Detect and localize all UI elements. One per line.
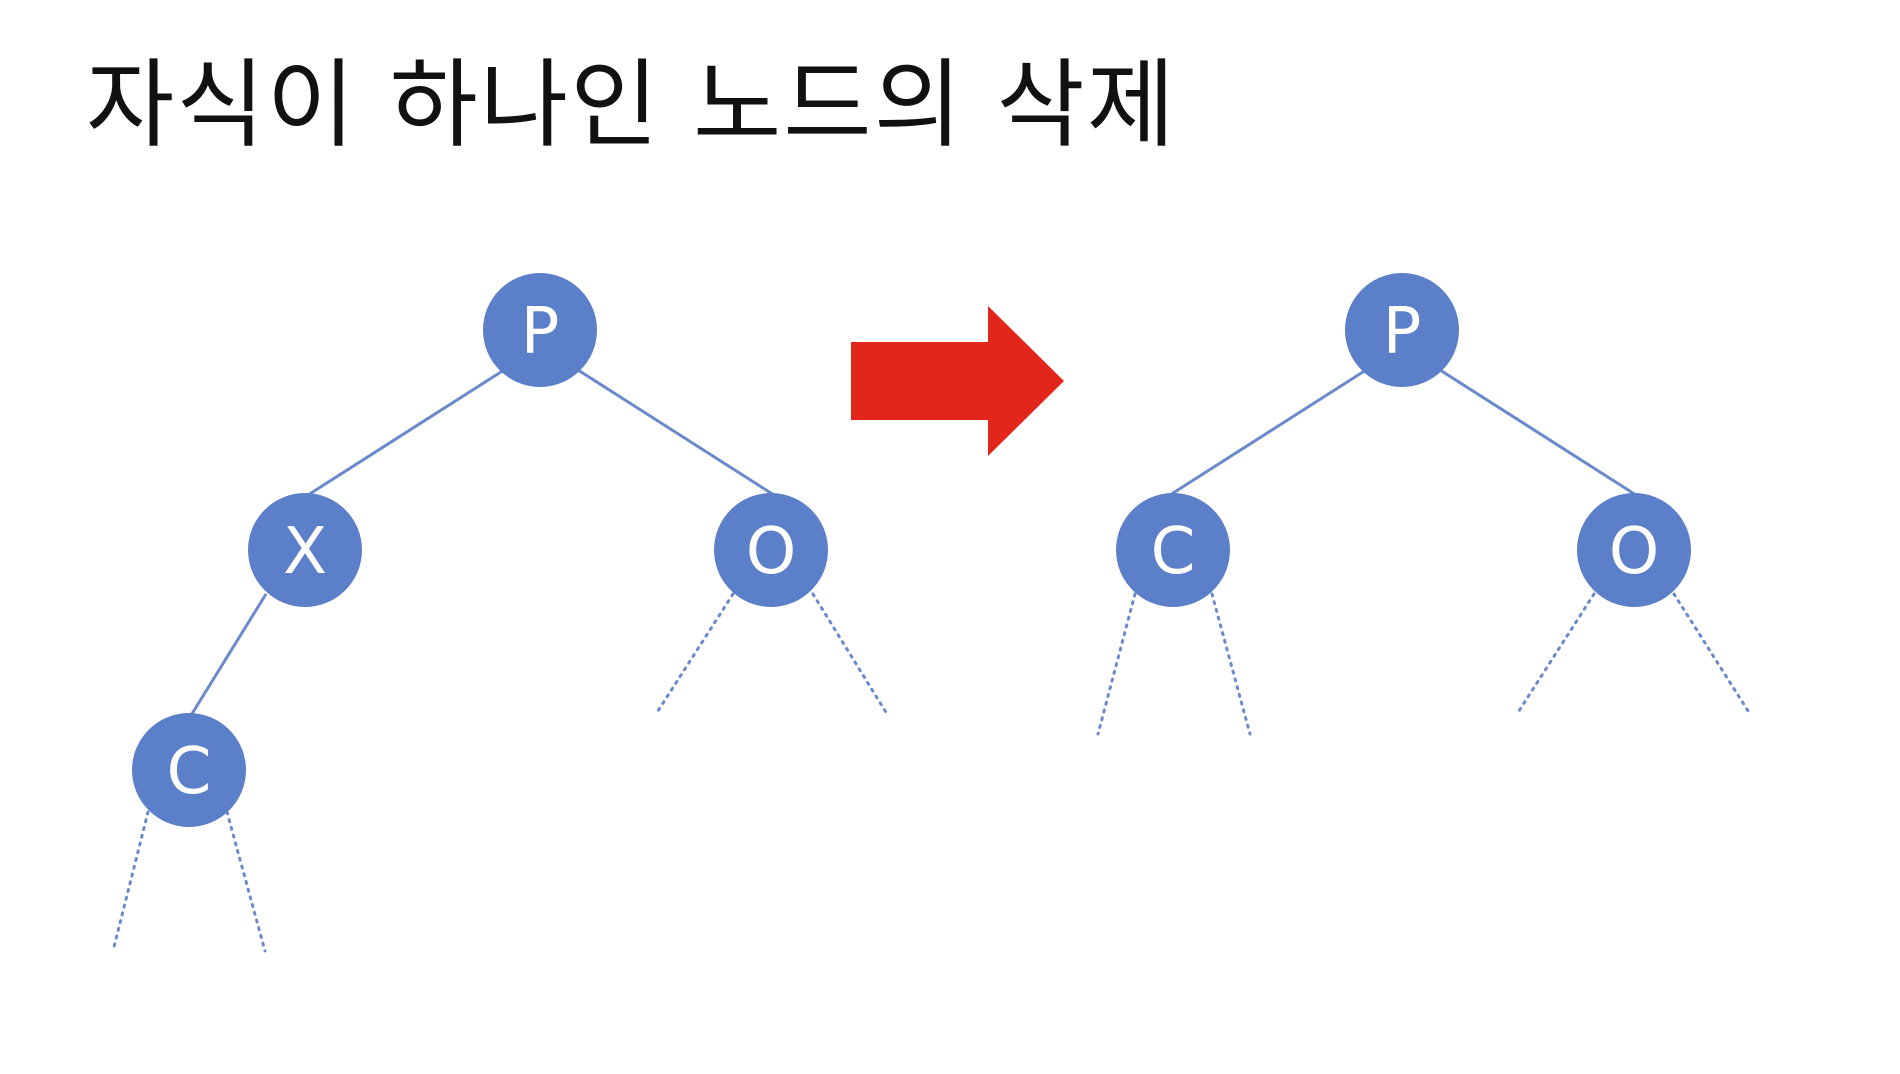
subtree-edge [1515, 592, 1596, 716]
node-x: X [248, 493, 362, 607]
node-label: C [167, 735, 212, 809]
node-p: P [1345, 273, 1459, 387]
node-label: X [283, 515, 327, 589]
after-tree: P C O [1096, 273, 1752, 736]
subtree-edge [1672, 592, 1752, 716]
subtree-edge [654, 592, 735, 716]
node-o: O [1577, 493, 1691, 607]
node-label: C [1151, 515, 1196, 589]
node-circle [714, 493, 828, 607]
edge-p-c [1169, 368, 1367, 497]
node-c: C [132, 713, 246, 827]
subtree-edge [1210, 592, 1252, 736]
edge-p-o [577, 368, 775, 497]
node-circle [132, 713, 246, 827]
node-label: P [1383, 295, 1422, 369]
subtree-edge [811, 592, 889, 716]
node-circle [248, 493, 362, 607]
edge-x-c [188, 593, 268, 718]
node-label: P [521, 295, 560, 369]
edge-p-o [1439, 368, 1637, 497]
node-c: C [1116, 493, 1230, 607]
node-label: O [746, 515, 796, 589]
subtree-edge [1096, 592, 1137, 736]
slide-title: 자식이 하나인 노드의 삭제 [86, 49, 1178, 161]
node-label: O [1609, 515, 1659, 589]
node-circle [1116, 493, 1230, 607]
node-o: O [714, 493, 828, 607]
node-circle [1345, 273, 1459, 387]
node-circle [483, 273, 597, 387]
subtree-edge [225, 810, 267, 953]
node-p: P [483, 273, 597, 387]
before-tree: P X O C [111, 273, 889, 953]
edge-p-x [307, 368, 505, 497]
node-circle [1577, 493, 1691, 607]
subtree-edge [111, 810, 150, 953]
right-arrow-icon [851, 306, 1064, 456]
arrow-shape [851, 306, 1064, 456]
